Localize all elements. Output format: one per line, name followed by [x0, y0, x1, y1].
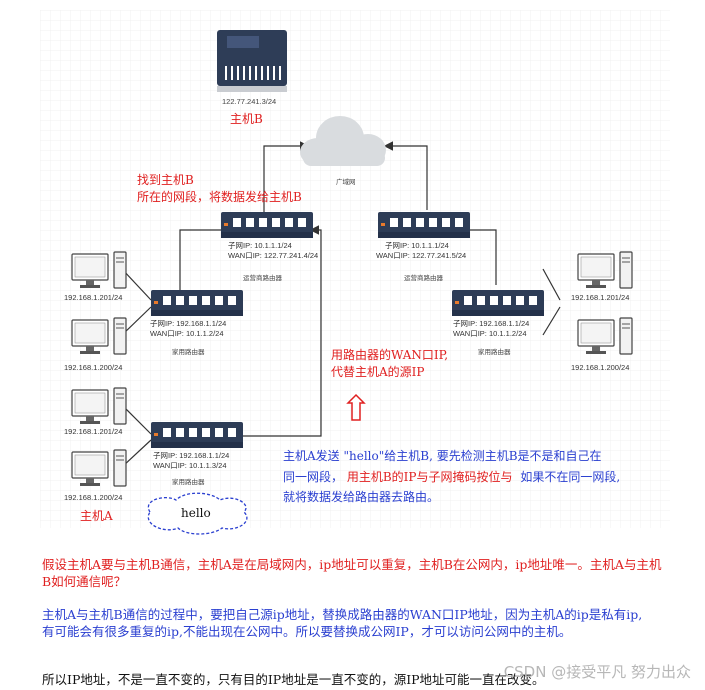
left-isp-router-icon [221, 212, 313, 238]
annotation-send-line2: 同一网段， 用主机B的IP与子网掩码按位与 如果不在同一网段, [283, 469, 620, 484]
hello-bubble [147, 492, 248, 535]
annotation-send-line2c: 如果不在同一网段, [520, 469, 620, 484]
annotation-send-line2a: 同一网段， [283, 469, 343, 484]
pc-left-4-ip: 192.168.1.200/24 [64, 493, 122, 502]
left-isp-router-wan: WAN口IP: 122.77.241.4/24 [228, 251, 318, 260]
right-home-router-wan: WAN口IP: 10.1.1.2/24 [453, 329, 527, 338]
annotation-send-line2b: 用主机B的IP与子网掩码按位与 [347, 469, 513, 484]
watermark: CSDN @接受平凡 努力出众 [503, 663, 691, 681]
annotation-send-line1: 主机A发送 "hello"给主机B, 要先检测主机B是不是和自己在 [283, 448, 602, 463]
hello-text: hello [181, 506, 211, 520]
left-home-router-1-lan: 子网IP: 192.168.1.1/24 [150, 319, 226, 328]
left-home-router-2-icon [151, 422, 243, 448]
connection-lines [121, 141, 561, 468]
left-home-router-2-lan: 子网IP: 192.168.1.1/24 [153, 451, 229, 460]
server-icon [217, 30, 287, 92]
right-isp-router-icon [378, 212, 470, 238]
right-isp-router-name: 运营商路由器 [404, 273, 444, 282]
cloud-icon [300, 116, 386, 166]
right-home-router-name: 家用路由器 [478, 347, 511, 356]
pc-left-3-ip: 192.168.1.201/24 [64, 427, 122, 436]
annotation-wan-line1: 用路由器的WAN口IP, [331, 347, 448, 362]
pc-left-1-ip: 192.168.1.201/24 [64, 293, 122, 302]
left-isp-router-lan: 子网IP: 10.1.1.1/24 [228, 241, 292, 250]
cloud-label: 广域网 [336, 177, 356, 186]
left-home-router-1-name: 家用路由器 [172, 347, 205, 356]
left-home-router-2-name: 家用路由器 [172, 477, 205, 486]
annotation-wan-line2: 代替主机A的源IP [331, 364, 424, 379]
grid-background [40, 10, 670, 528]
pc-left-2-ip: 192.168.1.200/24 [64, 363, 122, 372]
left-home-router-1-wan: WAN口IP: 10.1.1.2/24 [150, 329, 224, 338]
left-home-router-2-wan: WAN口IP: 10.1.1.3/24 [153, 461, 227, 470]
server-ip: 122.77.241.3/24 [222, 97, 276, 106]
right-home-router-lan: 子网IP: 192.168.1.1/24 [453, 319, 529, 328]
annotation-find-b-line2: 所在的网段，将数据发给主机B [137, 189, 302, 204]
annotation-send-line1a: 主机A发送 "hello"给主机B, [283, 448, 433, 463]
left-isp-router-name: 运营商路由器 [243, 273, 283, 282]
left-home-router-1-icon [151, 290, 243, 316]
host-b-label: 主机B [230, 112, 263, 126]
up-arrow-icon [346, 393, 366, 421]
right-home-router-icon [452, 290, 544, 316]
host-a-label: 主机A [80, 509, 113, 523]
right-isp-router-lan: 子网IP: 10.1.1.1/24 [385, 241, 449, 250]
paragraph-explanation: 主机A与主机B通信的过程中，要把自己源ip地址，替换成路由器的WAN口IP地址，… [42, 607, 643, 639]
annotation-find-b-line1: 找到主机B [137, 173, 194, 187]
right-isp-router-wan: WAN口IP: 122.77.241.5/24 [376, 251, 466, 260]
pc-right-1-ip: 192.168.1.201/24 [571, 293, 629, 302]
paragraph-conclusion: 所以IP地址，不是一直不变的，只有目的IP地址是一直不变的，源IP地址可能一直在… [42, 672, 545, 687]
annotation-send-line1b: 要先检测主机B是不是和自己在 [437, 448, 602, 463]
paragraph-question: 假设主机A要与主机B通信，主机A是在局域网内，ip地址可以重复，主机B在公网内，… [42, 557, 662, 589]
annotation-send-line3: 就将数据发给路由器去路由。 [283, 489, 439, 504]
pc-right-2-ip: 192.168.1.200/24 [571, 363, 629, 372]
